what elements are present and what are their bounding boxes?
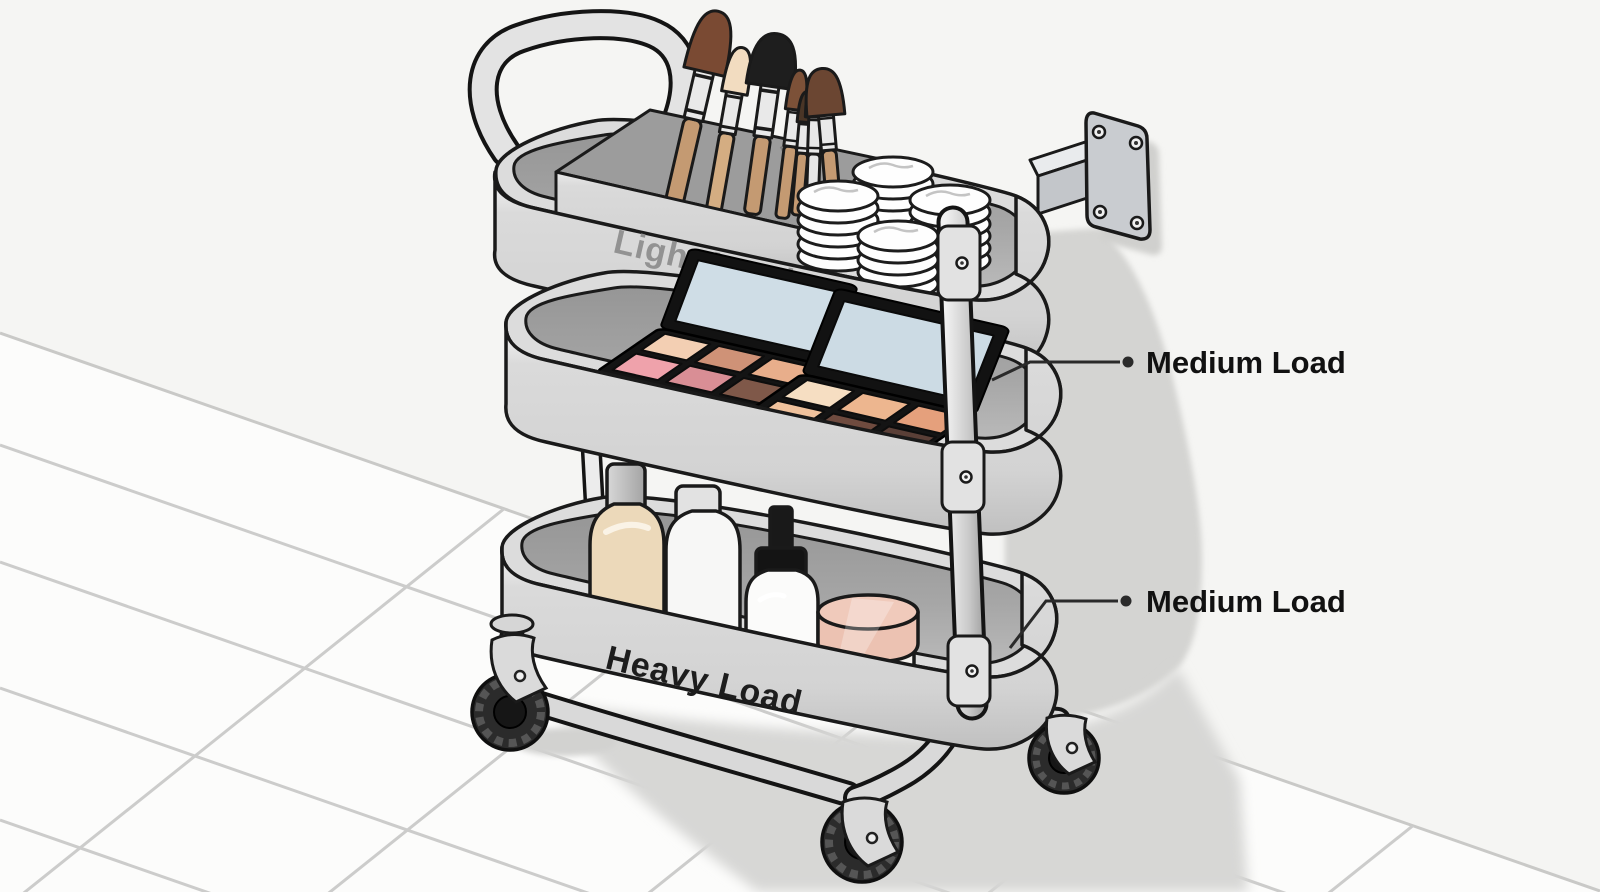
callout-line bbox=[991, 360, 1120, 382]
caster-wheel-front-center bbox=[820, 796, 904, 884]
callout-dot bbox=[1122, 356, 1134, 368]
pole-collars bbox=[936, 224, 992, 708]
screw-icon bbox=[513, 669, 527, 683]
screw-icon bbox=[1065, 741, 1079, 755]
screw-icon bbox=[865, 831, 879, 845]
callout-dot bbox=[1120, 595, 1132, 607]
bracket-screws bbox=[1091, 124, 1145, 231]
callout-line bbox=[1008, 599, 1118, 649]
callout-medium-load-upper: Medium Load bbox=[991, 345, 1346, 382]
callout-medium-load-lower: Medium Load bbox=[1008, 584, 1346, 649]
wheel-fork bbox=[840, 796, 901, 868]
middle-tier bbox=[504, 248, 1063, 536]
callout-label: Medium Load bbox=[1146, 345, 1346, 380]
caster-wheel-right bbox=[1027, 713, 1101, 795]
callout-label: Medium Load bbox=[1146, 584, 1346, 619]
caster-wheel-front-left bbox=[470, 613, 550, 752]
wall-shadow bbox=[1005, 228, 1202, 720]
wall-mount-bracket bbox=[1028, 111, 1152, 241]
middle-tier-front-band bbox=[504, 320, 1063, 536]
pump-stem bbox=[768, 505, 794, 555]
bottom-tier-front-band bbox=[500, 545, 1059, 751]
makeup-brush bbox=[703, 46, 753, 223]
cart-handle bbox=[467, 9, 700, 168]
makeup-brush bbox=[743, 32, 798, 216]
bottom-tier: Heavy Load bbox=[500, 462, 1059, 751]
vertical-pole bbox=[936, 205, 992, 721]
jar-lid-top bbox=[816, 593, 920, 631]
wheel-fork bbox=[489, 633, 549, 704]
